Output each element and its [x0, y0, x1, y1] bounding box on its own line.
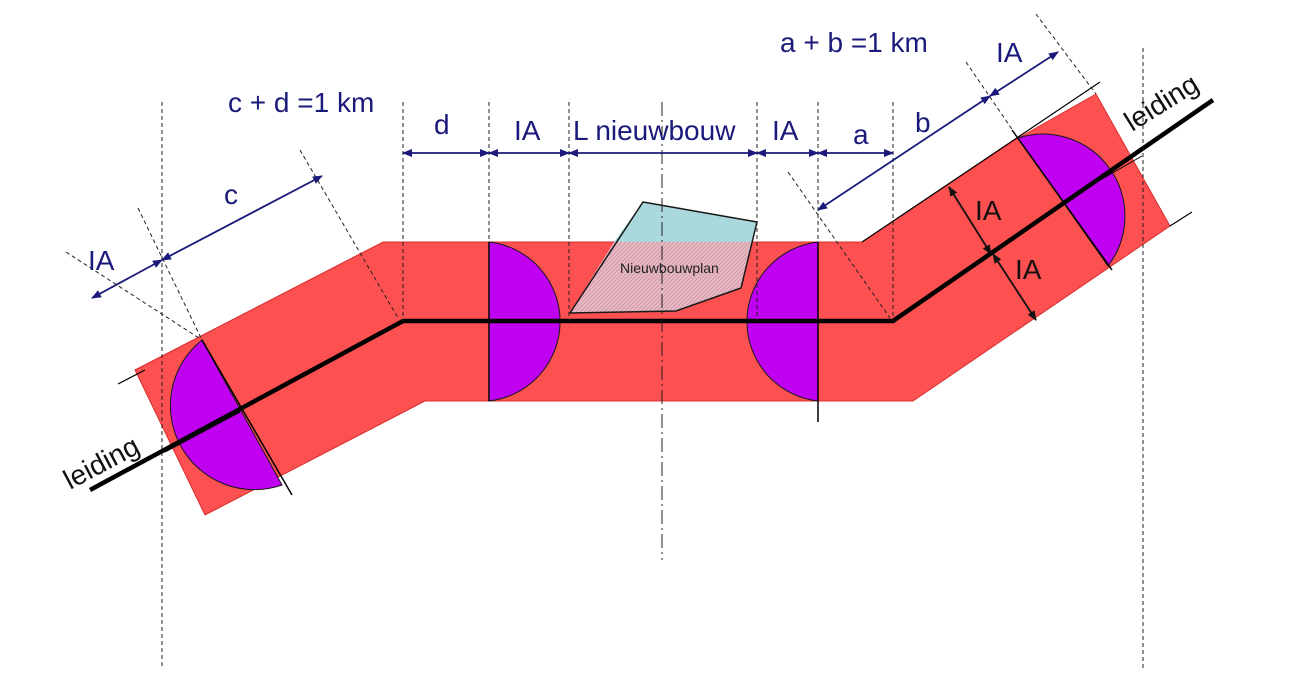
dimension-arrows	[91, 51, 1059, 299]
a-label: a	[853, 119, 869, 150]
cd-total-label: c + d =1 km	[228, 87, 374, 118]
ia-perp-lower-arrow	[992, 253, 1037, 321]
ia-left-label: IA	[88, 245, 115, 276]
l-nieuwbouw-label: L nieuwbouw	[573, 115, 736, 146]
ab-total-label: a + b =1 km	[780, 27, 928, 58]
d-label: d	[434, 109, 450, 140]
perpendicular-ia-arrows	[948, 186, 1037, 321]
circle-cross-lines	[164, 129, 1143, 496]
leiding-right-label: leiding	[1119, 68, 1204, 137]
nieuwbouwplan-label: Nieuwbouwplan	[620, 260, 719, 276]
ia-mid-right-label: IA	[772, 115, 799, 146]
ia-top-right-arrow	[989, 51, 1059, 97]
nieuwbouwplan-area-bottom	[570, 242, 752, 313]
c-arrow	[161, 175, 323, 261]
ia-perp-lower-label: IA	[1015, 254, 1042, 285]
c-label: c	[224, 179, 238, 210]
pipeline-line	[88, 98, 1215, 492]
ia-perp-upper-label: IA	[975, 195, 1002, 226]
nieuwbouwplan-outline	[568, 201, 758, 314]
ia-perp-upper-arrow	[948, 186, 992, 255]
b-arrow	[817, 95, 991, 211]
nieuwbouwplan-area-top	[614, 202, 757, 242]
ia-top-right-label: IA	[996, 37, 1023, 68]
ia-left-arrow	[91, 259, 163, 299]
ia-mid-left-label: IA	[514, 115, 541, 146]
b-label: b	[915, 107, 931, 138]
